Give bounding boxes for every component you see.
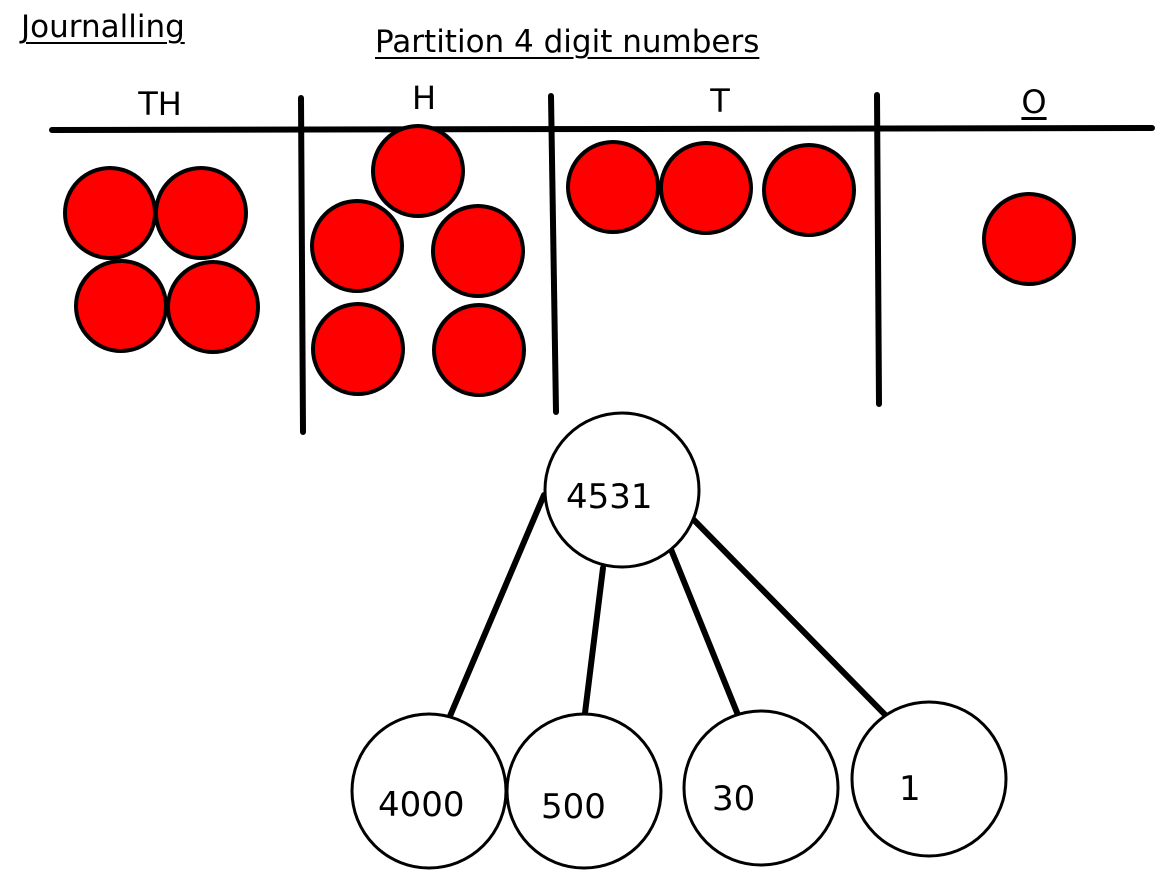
connector — [447, 492, 547, 719]
whole-value: 4531 — [566, 477, 653, 517]
counter-hundred — [371, 124, 465, 218]
counter-one — [982, 192, 1076, 286]
connector — [582, 565, 606, 716]
part-value-thousands: 4000 — [378, 785, 465, 825]
counter-ten — [566, 140, 660, 234]
counters — [63, 124, 1076, 397]
counter-hundred — [311, 302, 405, 396]
part-whole-connectors — [447, 492, 908, 738]
part-circle — [850, 700, 1008, 858]
column-header-tens: T — [710, 82, 730, 120]
header-rule — [49, 125, 1155, 133]
counter-hundred — [431, 204, 525, 298]
part-value-hundreds: 500 — [541, 787, 606, 827]
column-header-thousands: TH — [138, 85, 182, 123]
part-value-tens: 30 — [712, 779, 756, 819]
counter-ten — [659, 141, 753, 235]
connector — [687, 513, 908, 738]
place-value-grid — [49, 92, 1155, 435]
journal-title: Journalling — [21, 9, 185, 45]
counter-thousand — [154, 166, 248, 260]
column-header-ones: O — [1021, 83, 1047, 121]
column-header-hundreds: H — [411, 79, 437, 117]
counter-ten — [762, 143, 856, 237]
counter-hundred — [310, 199, 404, 293]
column-divider — [874, 92, 882, 407]
part-whole-circles — [350, 411, 1008, 870]
whole-circle — [543, 411, 701, 569]
counter-thousand — [166, 260, 260, 354]
counter-thousand — [74, 259, 168, 353]
counter-hundred — [432, 303, 526, 397]
connector — [665, 539, 741, 718]
part-value-ones: 1 — [899, 769, 921, 809]
column-divider — [298, 95, 306, 435]
column-divider — [548, 93, 559, 415]
part-circle — [682, 709, 840, 867]
lesson-title: Partition 4 digit numbers — [375, 24, 760, 60]
part-circle — [505, 712, 663, 870]
counter-thousand — [63, 166, 157, 260]
